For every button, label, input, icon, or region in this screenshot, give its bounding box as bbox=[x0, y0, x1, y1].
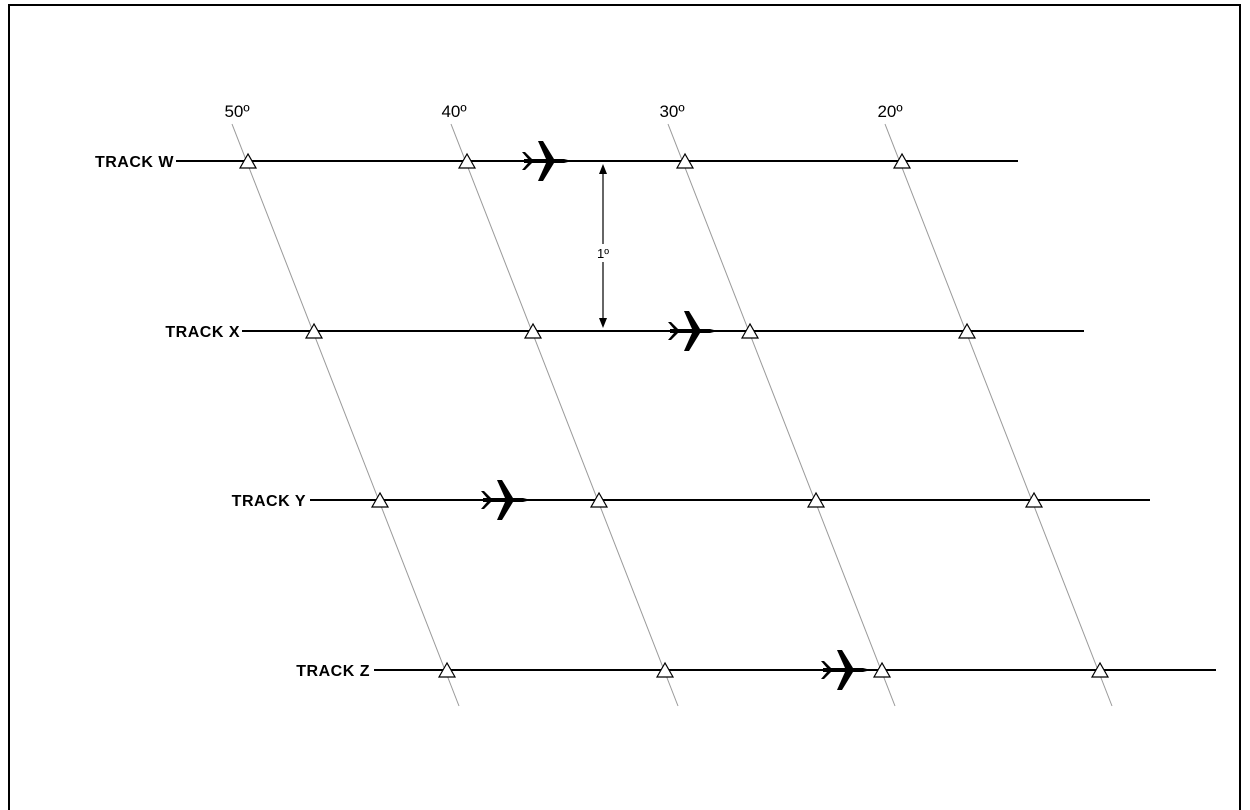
track-label-z: TRACK Z bbox=[296, 663, 370, 680]
airplane-icon bbox=[821, 650, 871, 690]
triangle-waypoint-icon bbox=[523, 322, 543, 339]
airplane-icon bbox=[668, 311, 718, 351]
triangle-waypoint-icon bbox=[892, 152, 912, 169]
diagram-frame bbox=[8, 4, 1241, 810]
triangle-waypoint-icon bbox=[370, 491, 390, 508]
meridian-label-30: 30º bbox=[659, 102, 684, 121]
separation-label-bg bbox=[592, 244, 614, 262]
meridian-line-20 bbox=[884, 123, 1113, 707]
airplane-icon bbox=[522, 141, 572, 181]
track-label-y: TRACK Y bbox=[232, 493, 306, 510]
meridian-line-30 bbox=[667, 123, 896, 707]
meridian-line-50 bbox=[231, 123, 460, 707]
airplane-icon bbox=[481, 480, 531, 520]
triangle-waypoint-icon bbox=[1090, 661, 1110, 678]
track-lines bbox=[176, 160, 1216, 671]
meridian-lines bbox=[231, 123, 1113, 707]
triangle-waypoint-icon bbox=[457, 152, 477, 169]
triangle-waypoint-icon bbox=[675, 152, 695, 169]
meridian-line-40 bbox=[450, 123, 679, 707]
triangle-waypoint-icon bbox=[238, 152, 258, 169]
triangle-waypoint-icon bbox=[806, 491, 826, 508]
triangle-waypoint-icon bbox=[304, 322, 324, 339]
arrow-down-icon bbox=[599, 318, 607, 328]
arrow-up-icon bbox=[599, 164, 607, 174]
meridian-label-40: 40º bbox=[441, 102, 466, 121]
triangle-waypoint-icon bbox=[1024, 491, 1044, 508]
waypoints bbox=[238, 152, 1110, 678]
track-label-w: TRACK W bbox=[95, 154, 174, 171]
triangle-waypoint-icon bbox=[740, 322, 760, 339]
triangle-waypoint-icon bbox=[872, 661, 892, 678]
triangle-waypoint-icon bbox=[957, 322, 977, 339]
triangle-waypoint-icon bbox=[655, 661, 675, 678]
track-label-x: TRACK X bbox=[165, 324, 240, 341]
meridian-label-50: 50º bbox=[224, 102, 249, 121]
separation-label: 1º bbox=[597, 246, 609, 261]
triangle-waypoint-icon bbox=[437, 661, 457, 678]
meridian-label-20: 20º bbox=[877, 102, 902, 121]
triangle-waypoint-icon bbox=[589, 491, 609, 508]
